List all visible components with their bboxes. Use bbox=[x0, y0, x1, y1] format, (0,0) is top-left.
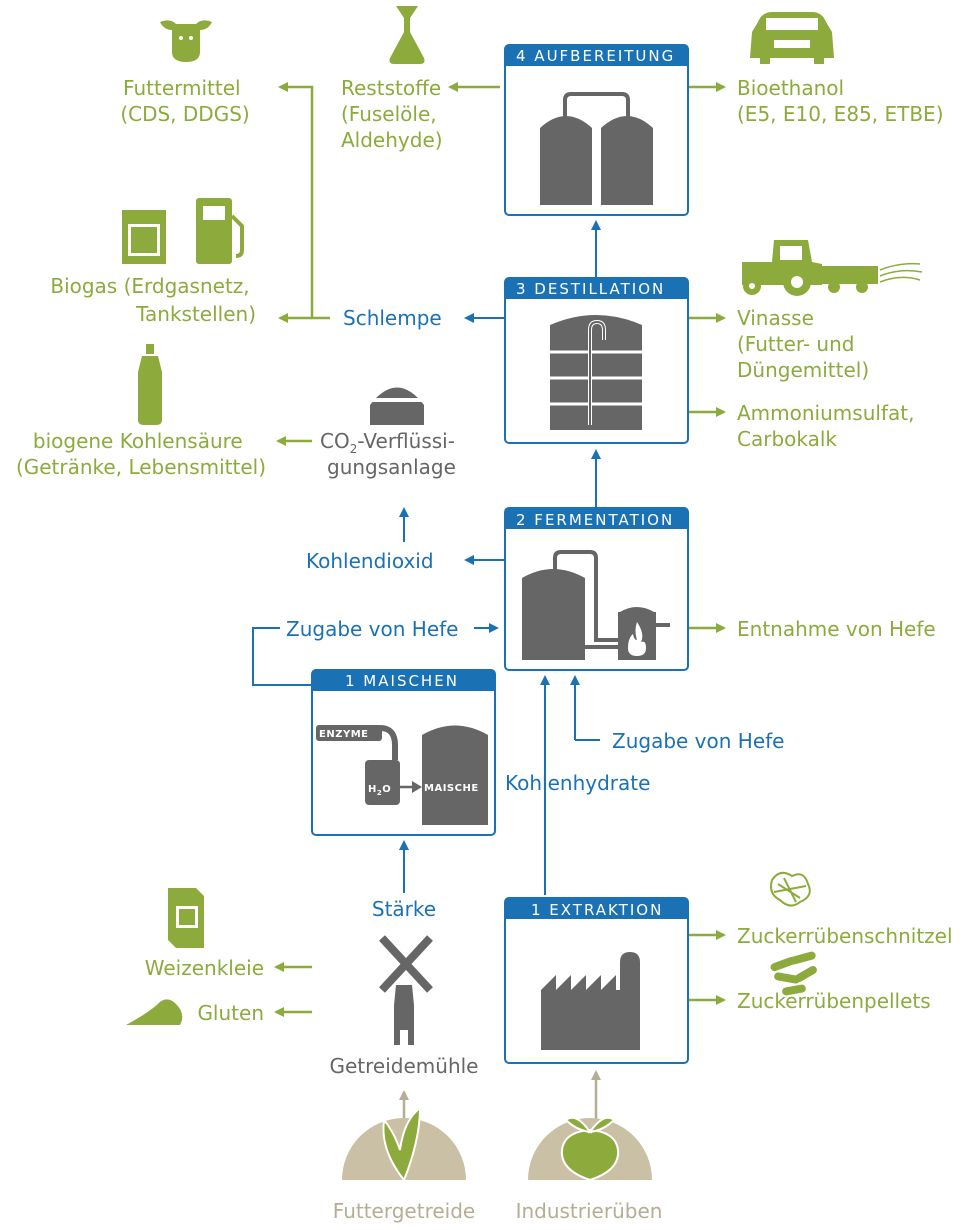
grain-circle-icon bbox=[342, 1105, 466, 1182]
stage-box-destillation: 3 DESTILLATION bbox=[504, 277, 689, 444]
label-kohlenhydrate: Kohlenhydrate bbox=[505, 771, 650, 795]
tanks-icon bbox=[540, 92, 653, 205]
co2-tank-icon bbox=[370, 387, 424, 425]
car-icon bbox=[750, 12, 834, 64]
stage-box-maischen: 1 MAISCHEN ENZYME MAISCHE H2O bbox=[311, 669, 496, 836]
label-getreidemuehle: Getreidemühle bbox=[330, 1054, 479, 1078]
label-industrierueben: Industrierüben bbox=[516, 1199, 663, 1223]
fuel-pump-icon bbox=[196, 198, 244, 264]
label-ammonium: Ammoniumsulfat, Carbokalk bbox=[737, 401, 921, 451]
stage-title-destillation: 3 DESTILLATION bbox=[516, 280, 665, 298]
stage-title-maischen: 1 MAISCHEN bbox=[345, 672, 459, 690]
label-weizenkleie: Weizenkleie bbox=[145, 956, 264, 980]
label-reststoffe: Reststoffe (Fuselöle, Aldehyde) bbox=[341, 76, 448, 152]
connector-zugabe-hefe-left bbox=[252, 627, 311, 686]
stage-title-aufbereitung: 4 AUFBEREITUNG bbox=[516, 47, 675, 65]
label-schlempe: Schlempe bbox=[343, 306, 442, 330]
maische-label: MAISCHE bbox=[424, 783, 479, 794]
label-zugabe-hefe-bottom: Zugabe von Hefe bbox=[612, 729, 784, 753]
label-kohlendioxid: Kohlendioxid bbox=[306, 549, 434, 573]
factory-icon bbox=[541, 952, 640, 1050]
label-staerke: Stärke bbox=[372, 897, 436, 921]
cow-icon bbox=[160, 20, 212, 62]
beet-pulp-icon bbox=[770, 871, 811, 907]
beet-pellets-icon bbox=[770, 951, 817, 996]
fermenter-icon bbox=[522, 550, 670, 660]
label-vinasse: Vinasse (Futter- und Düngemittel) bbox=[737, 306, 869, 382]
stage-box-extraktion: 1 EXTRAKTION bbox=[504, 897, 689, 1064]
label-gluten: Gluten bbox=[197, 1001, 264, 1025]
label-kohlensaeure: biogene Kohlensäure (Getränke, Lebensmit… bbox=[16, 429, 266, 479]
h2o-label: H2O bbox=[368, 784, 391, 797]
enzyme-label: ENZYME bbox=[319, 729, 368, 740]
label-pellets: Zuckerrübenpellets bbox=[737, 989, 931, 1013]
stage-box-aufbereitung: 4 AUFBEREITUNG bbox=[504, 44, 689, 216]
gluten-pile-icon bbox=[126, 999, 183, 1025]
bran-bag-icon bbox=[168, 888, 204, 948]
tractor-icon bbox=[742, 240, 923, 296]
stove-icon bbox=[122, 210, 166, 264]
windmill-icon bbox=[379, 935, 433, 1045]
bottle-icon bbox=[138, 344, 162, 425]
label-entnahme-hefe: Entnahme von Hefe bbox=[737, 617, 936, 641]
arrow-futtermittel bbox=[278, 82, 330, 320]
stage-box-fermentation: 2 FERMENTATION bbox=[504, 507, 689, 671]
label-schnitzel: Zuckerrübenschnitzel bbox=[737, 924, 953, 948]
beet-circle-icon bbox=[528, 1116, 652, 1182]
distillation-column-icon bbox=[550, 315, 642, 430]
mash-tank-icon: ENZYME MAISCHE H2O bbox=[316, 725, 488, 825]
stage-title-fermentation: 2 FERMENTATION bbox=[516, 511, 674, 529]
label-biogas: Biogas (Erdgasnetz, Tankstellen) bbox=[50, 274, 256, 326]
label-zugabe-hefe-left: Zugabe von Hefe bbox=[286, 617, 458, 641]
stage-title-extraktion: 1 EXTRAKTION bbox=[531, 901, 663, 919]
label-bioethanol: Bioethanol (E5, E10, E85, ETBE) bbox=[737, 76, 944, 126]
flask-icon bbox=[389, 6, 425, 64]
label-co2-anlage: CO2-Verflüssi- bbox=[320, 429, 455, 456]
label-futtermittel: Futtermittel (CDS, DDGS) bbox=[120, 76, 249, 126]
label-futtergetreide: Futtergetreide bbox=[333, 1199, 475, 1223]
label-co2-anlage-line2: gungsanlage bbox=[327, 455, 456, 479]
